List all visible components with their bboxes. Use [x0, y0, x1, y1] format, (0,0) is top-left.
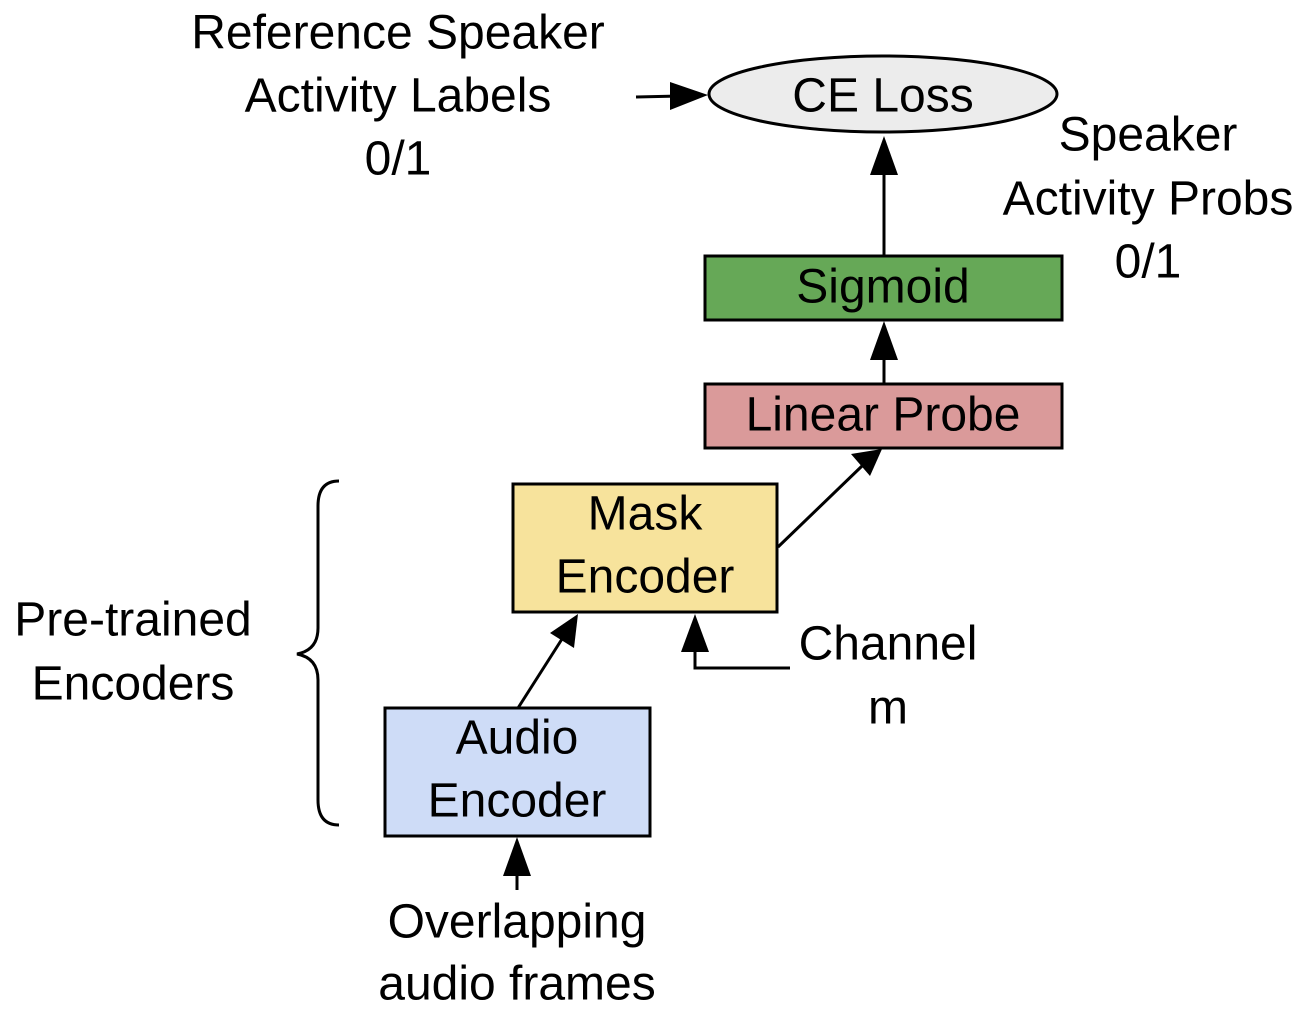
mask-encoder-line-2: Encoder: [556, 551, 735, 604]
reference-labels-text: Reference Speaker Activity Labels 0/1: [191, 7, 605, 186]
arrow-mask-to-probe: [776, 449, 882, 549]
sigmoid-label: Sigmoid: [796, 261, 969, 314]
input-text: Overlapping audio frames: [378, 896, 655, 1009]
arrow-probe-to-sigmoid: [870, 321, 898, 383]
pretrained-text: Pre-trained Encoders: [14, 594, 251, 711]
pretrained-line-1: Pre-trained: [14, 594, 251, 647]
input-line-2: audio frames: [378, 958, 655, 1009]
linear-probe-label: Linear Probe: [746, 389, 1021, 442]
audio-encoder-line-1: Audio: [456, 712, 579, 765]
speaker-probs-line-2: Activity Probs: [1003, 173, 1294, 226]
mask-encoder-box: [511, 482, 779, 614]
ce-loss-node: CE Loss: [707, 54, 1059, 134]
speaker-probs-line-1: Speaker: [1059, 109, 1238, 162]
mask-encoder-line-1: Mask: [588, 488, 704, 541]
audio-encoder-line-2: Encoder: [428, 775, 607, 828]
audio-encoder-node: Audio Encoder: [383, 706, 652, 838]
sigmoid-box: [703, 254, 1064, 322]
sigmoid-node: Sigmoid: [703, 254, 1064, 322]
arrow-sigmoid-to-ce-loss: [870, 136, 898, 256]
arrow-channel-to-mask: [681, 614, 790, 670]
reference-line-1: Reference Speaker: [191, 7, 605, 60]
channel-line-1: Channel: [799, 618, 978, 671]
audio-encoder-box: [383, 706, 652, 838]
speaker-probs-line-3: 0/1: [1115, 236, 1182, 289]
channel-text: Channel m: [799, 618, 978, 735]
ce-loss-label: CE Loss: [792, 70, 973, 123]
arrow-input-to-audio: [503, 837, 531, 890]
ce-loss-shape: [707, 54, 1059, 134]
arrow-audio-to-mask: [516, 614, 578, 709]
input-line-1: Overlapping: [388, 896, 647, 949]
reference-line-2: Activity Labels: [245, 70, 552, 123]
mask-encoder-node: Mask Encoder: [511, 482, 779, 614]
pretrained-line-2: Encoders: [32, 658, 235, 711]
channel-line-2: m: [868, 682, 908, 735]
linear-probe-node: Linear Probe: [703, 382, 1064, 450]
linear-probe-box: [703, 382, 1064, 450]
speaker-probs-text: Speaker Activity Probs 0/1: [1003, 109, 1294, 289]
arrow-reference-to-ce-loss: [635, 82, 708, 110]
pretrained-brace: [296, 479, 340, 827]
reference-line-3: 0/1: [365, 133, 432, 186]
